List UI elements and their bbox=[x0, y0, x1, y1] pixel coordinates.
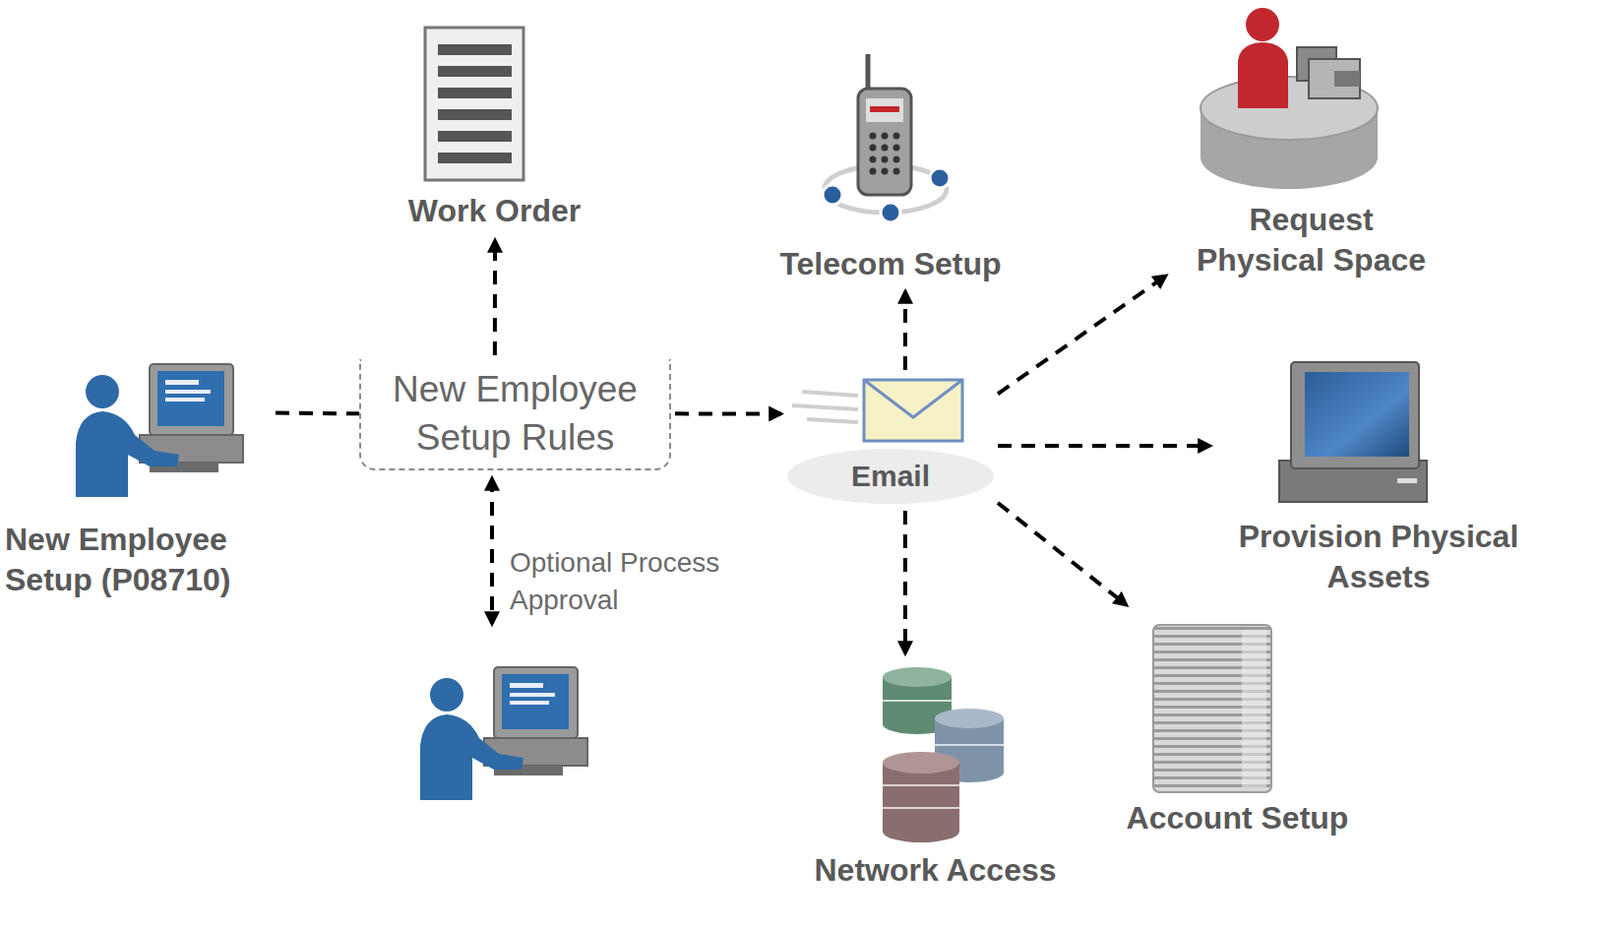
node-label: Account Setup bbox=[1107, 798, 1368, 840]
node-label: New Employee Setup Rules bbox=[368, 366, 664, 461]
phone-icon bbox=[822, 54, 950, 223]
rules-box: New Employee Setup Rules bbox=[359, 359, 672, 471]
node-label: Network Access bbox=[795, 850, 1076, 892]
dashed-connector bbox=[275, 411, 360, 417]
icon-node: Telecom Setup bbox=[762, 44, 1019, 288]
dashed-connector bbox=[997, 275, 1167, 394]
icon-node: Work Order bbox=[403, 19, 586, 235]
node-label: Provision Physical Assets bbox=[1221, 516, 1537, 599]
icon-node: Request Physical Space bbox=[1175, 4, 1447, 286]
email-icon bbox=[787, 379, 994, 504]
approval-arrow bbox=[490, 478, 494, 624]
user-icon bbox=[75, 364, 244, 497]
dashed-connector bbox=[675, 411, 782, 416]
node-label: Request Physical Space bbox=[1188, 199, 1435, 282]
dashed-connector bbox=[492, 240, 497, 356]
node-label: New Employee Setup (P08710) bbox=[4, 519, 276, 602]
node-label: Telecom Setup bbox=[762, 244, 1019, 286]
node-label: Work Order bbox=[403, 190, 586, 233]
server-icon bbox=[1153, 624, 1272, 793]
icon-node: Network Access bbox=[795, 659, 1076, 894]
dashed-connector bbox=[997, 443, 1211, 448]
monitor-icon bbox=[1279, 362, 1427, 502]
database-icon bbox=[882, 667, 1004, 843]
dashed-connector bbox=[997, 502, 1127, 606]
dashed-connector bbox=[903, 510, 908, 654]
icon-node: New Employee Setup (P08710) bbox=[4, 359, 276, 604]
document-icon bbox=[425, 27, 524, 181]
reception-icon bbox=[1200, 7, 1378, 189]
icon-node: Email bbox=[787, 373, 994, 507]
approval-note: Optional Process Approval bbox=[509, 544, 766, 619]
node-label: Email bbox=[792, 456, 989, 495]
icon-node: Provision Physical Assets bbox=[1220, 354, 1538, 601]
icon-node: Account Setup bbox=[1107, 615, 1368, 842]
dashed-connector bbox=[903, 291, 908, 370]
approver-icon bbox=[420, 667, 588, 800]
